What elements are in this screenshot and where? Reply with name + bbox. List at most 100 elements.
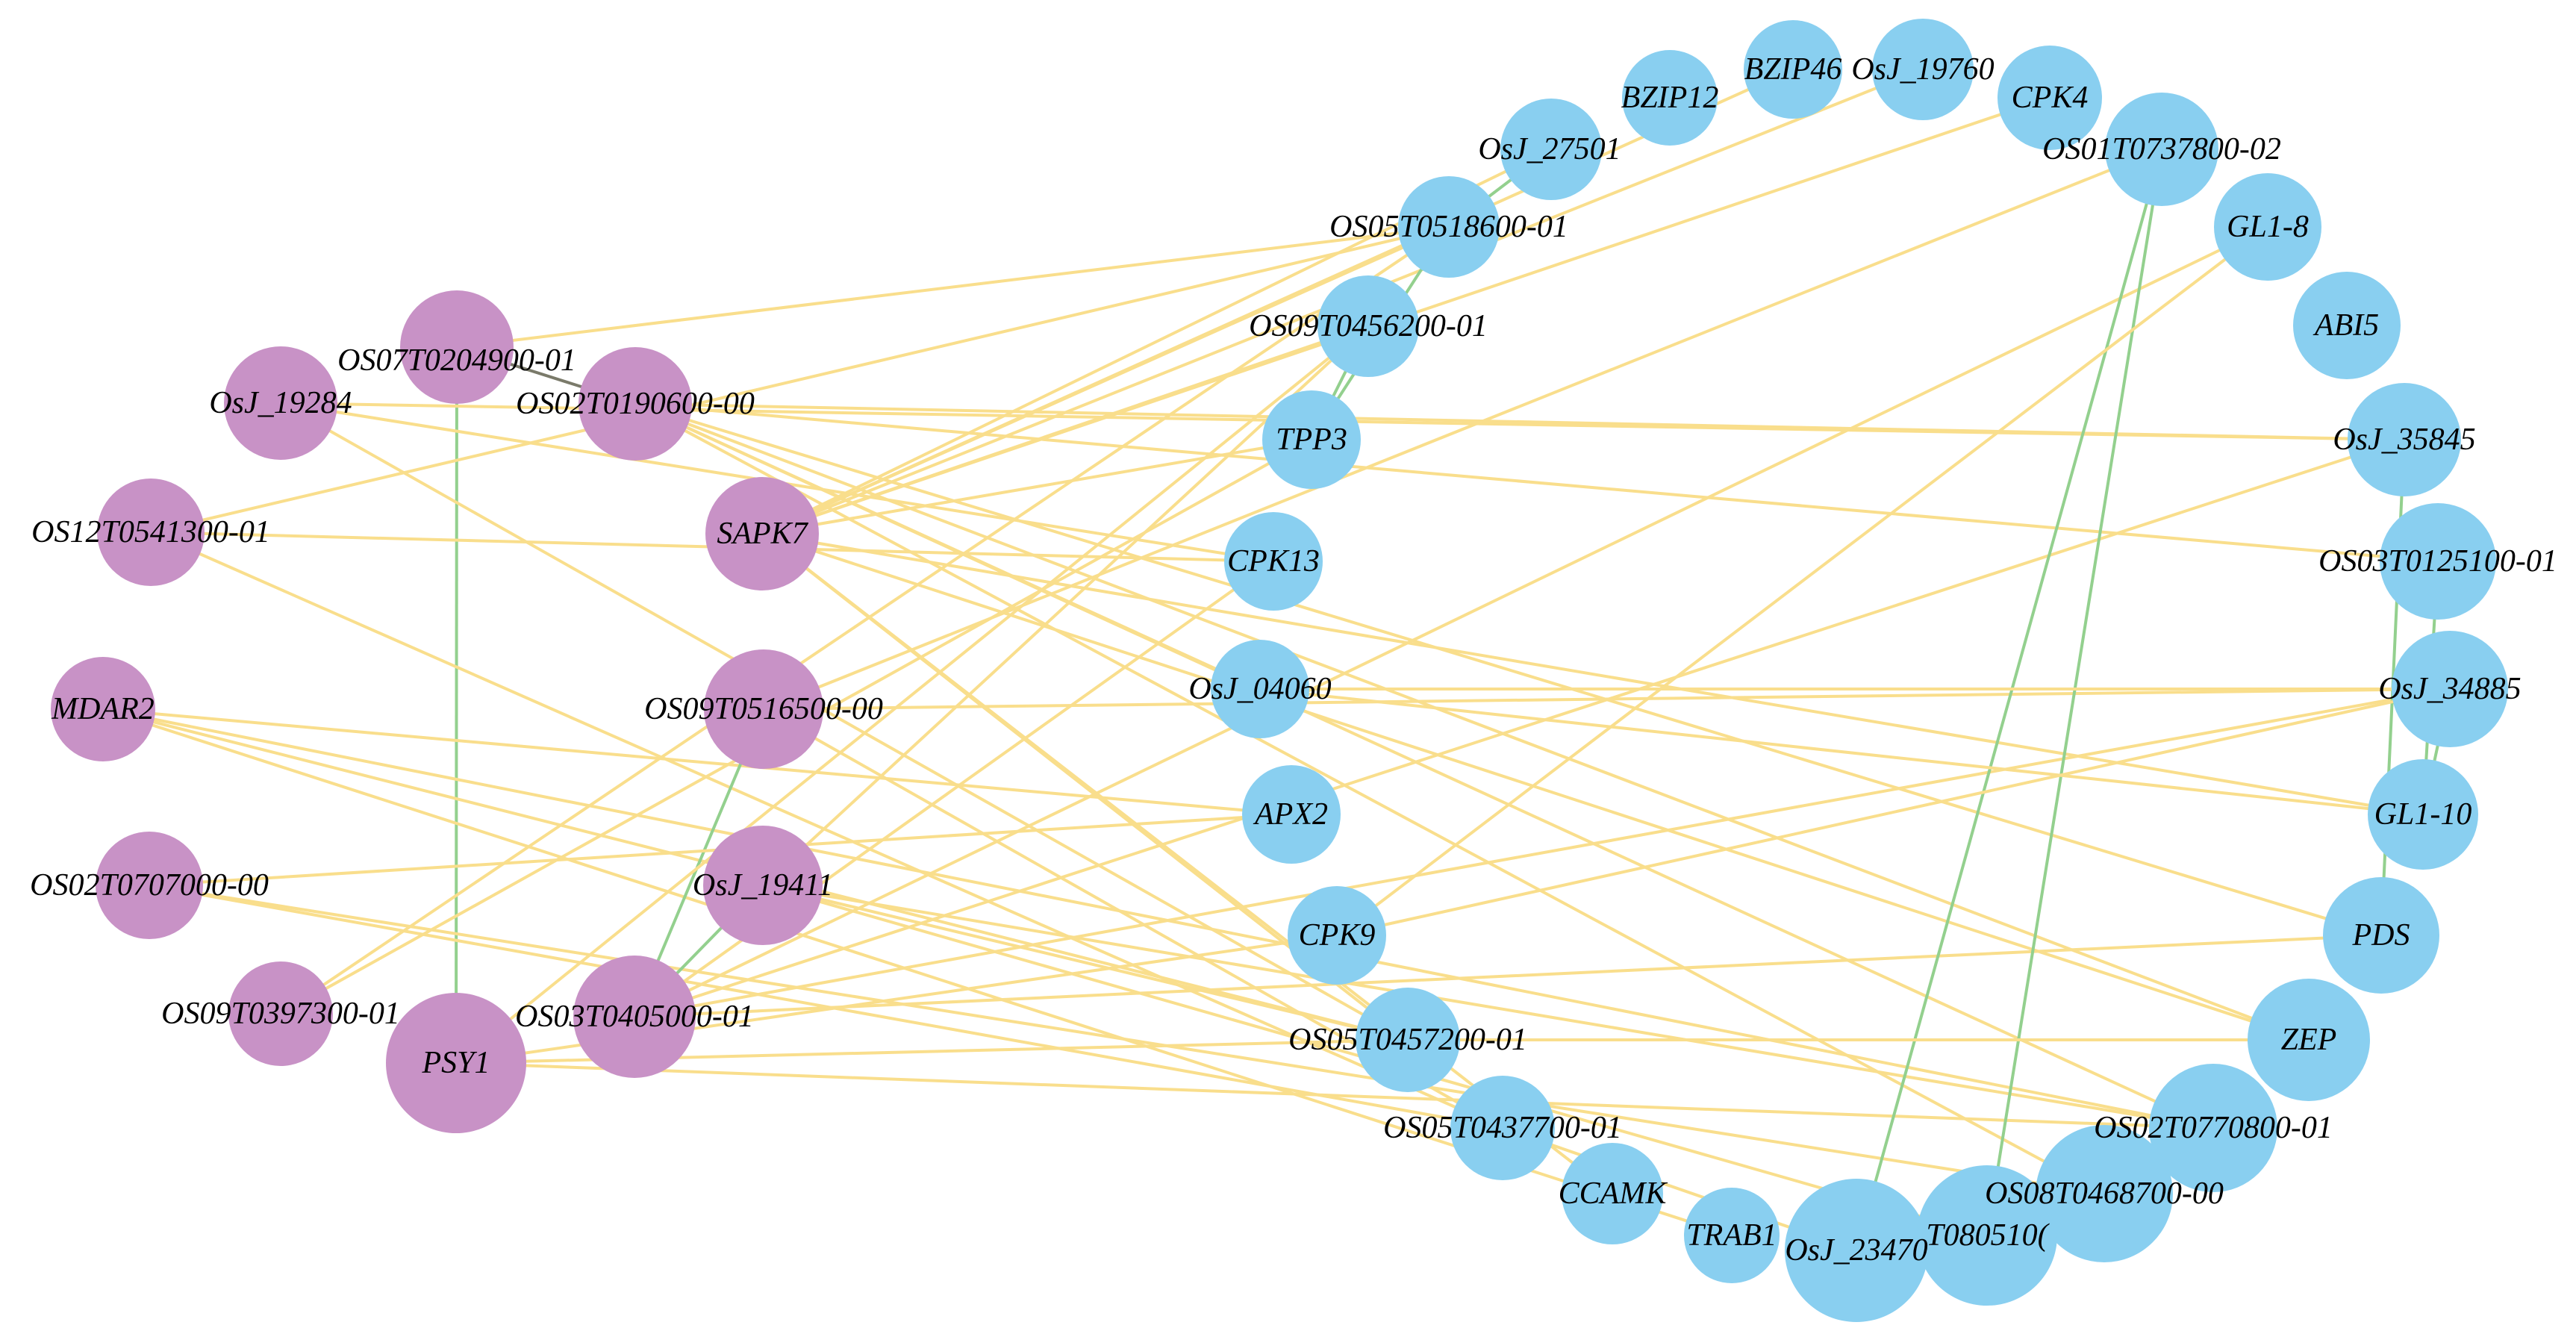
node-GL1-8[interactable]: [2214, 173, 2321, 281]
edge-OS02T0190600-00-ZEP: [634, 402, 2310, 1041]
node-label-OS08T0468700-00: OS08T0468700-00: [1985, 1176, 2224, 1211]
edge-PSY1-OS09T0456200-01: [455, 325, 1370, 1065]
node-label-OsJ_35845: OsJ_35845: [2333, 423, 2475, 457]
node-OsJ_34885[interactable]: [2392, 631, 2508, 747]
node-OS09T0516500-00[interactable]: [704, 649, 823, 769]
node-label-OS09T0397300-01: OS09T0397300-01: [161, 997, 400, 1031]
edge-SAPK7-TPP3: [761, 438, 1312, 535]
node-OsJ_04060[interactable]: [1211, 640, 1309, 738]
node-OS05T0518600-01[interactable]: [1398, 176, 1500, 278]
node-label-ABI5: ABI5: [2313, 308, 2379, 343]
node-OS05T0457200-01[interactable]: [1356, 988, 1460, 1092]
node-label-SAPK7: SAPK7: [717, 517, 808, 551]
node-label-ZEP: ZEP: [2281, 1023, 2337, 1057]
node-MDAR2[interactable]: [51, 657, 155, 761]
nodes-layer: [51, 19, 2508, 1322]
node-OS09T0397300-01[interactable]: [228, 961, 333, 1066]
edge-OS02T0190600-00-OS03T0125100-01: [634, 402, 2439, 563]
node-OS12T0541300-01[interactable]: [97, 479, 205, 586]
node-OsJ_27501[interactable]: [1500, 99, 1602, 200]
node-TRAB1[interactable]: [1684, 1188, 1780, 1283]
node-OS02T0190600-00[interactable]: [578, 347, 692, 461]
node-GL1-10[interactable]: [2368, 759, 2478, 870]
node-label-OS02T0190600-00: OS02T0190600-00: [516, 387, 755, 421]
edge-CPK9-GL1-8: [1335, 225, 2269, 937]
node-label-GL1-8: GL1-8: [2227, 210, 2309, 244]
edge-OsJ_19411-OS02T0770800-01: [762, 884, 2214, 1129]
edge-OsJ_19284-OS05T0457200-01: [280, 402, 1409, 1041]
node-OsJ_19760[interactable]: [1872, 19, 1974, 120]
node-label-OS05T0518600-01: OS05T0518600-01: [1329, 210, 1568, 244]
node-CPK4[interactable]: [1998, 46, 2102, 150]
edge-CPK9-OsJ_34885: [1336, 688, 2451, 937]
node-label-OsJ_19284: OsJ_19284: [209, 386, 352, 420]
node-label-BZIP46: BZIP46: [1744, 52, 1842, 87]
node-label-CCAMK: CCAMK: [1559, 1176, 1668, 1211]
node-APX2[interactable]: [1242, 765, 1341, 864]
edge-SAPK7-OS09T0456200-01: [761, 325, 1369, 535]
node-label-OsJ_19760: OsJ_19760: [1851, 52, 1994, 87]
node-OsJ_23470[interactable]: [1785, 1179, 1928, 1322]
node-label-CPK4: CPK4: [2012, 81, 2089, 115]
edge-SAPK7-ZEP: [761, 532, 2310, 1041]
node-label-OsJ_34885: OsJ_34885: [2378, 672, 2521, 706]
node-OS07T0204900-01[interactable]: [400, 290, 514, 404]
edge-OS03T0405000-01-OsJ_34885: [634, 688, 2451, 1018]
edge-OsJ_04060-GL1-10: [1259, 688, 2424, 816]
node-SAPK7[interactable]: [705, 477, 819, 590]
node-label-OS05T0437700-01: OS05T0437700-01: [1383, 1111, 1622, 1145]
edge-OS03T0405000-01-GL1-8: [634, 225, 2268, 1018]
node-label-OsJ_19411: OsJ_19411: [693, 868, 833, 903]
node-TPP3[interactable]: [1262, 390, 1361, 489]
node-OS03T0125100-01[interactable]: [2380, 503, 2496, 620]
node-OsJ_19411[interactable]: [703, 826, 823, 945]
node-OS02T0770800-01[interactable]: [2149, 1064, 2277, 1192]
node-label-BZIP12: BZIP12: [1621, 81, 1719, 115]
node-CCAMK[interactable]: [1562, 1143, 1663, 1244]
edge-OS01T0737800-02-OsJ_23470: [1855, 149, 2163, 1251]
edge-OS12T0541300-01-OS05T0437700-01: [150, 531, 1503, 1129]
edge-OS02T0190600-00-OsJ_35845: [634, 402, 2405, 441]
edge-MDAR2-APX2: [102, 708, 1292, 816]
edge-OS02T0707000-00-OS08T0468700-00: [149, 884, 2105, 1195]
node-CPK9[interactable]: [1288, 886, 1386, 985]
node-BZIP12[interactable]: [1622, 50, 1718, 146]
node-BZIP46[interactable]: [1744, 20, 1842, 119]
node-OS01T0737800-02[interactable]: [2105, 93, 2218, 206]
node-OS02T0707000-00[interactable]: [96, 832, 203, 939]
node-label-T0805100: T080510(: [1926, 1218, 2050, 1253]
node-label-OsJ_27501: OsJ_27501: [1478, 132, 1621, 166]
node-PDS[interactable]: [2323, 877, 2439, 994]
edge-PSY1-OS02T0770800-01: [455, 1062, 2214, 1129]
node-OsJ_35845[interactable]: [2348, 383, 2461, 496]
node-label-CPK9: CPK9: [1299, 918, 1376, 953]
edge-OS02T0190600-00-OsJ_04060: [634, 402, 1261, 691]
node-T0805100[interactable]: [1917, 1165, 2057, 1306]
edge-SAPK7-OS05T0518600-01: [761, 225, 1450, 535]
edge-OsJ_19411-OS05T0457200-01: [762, 884, 1409, 1041]
node-ABI5[interactable]: [2293, 272, 2401, 379]
edge-OS02T0190600-00-OS08T0468700-00: [634, 402, 2105, 1195]
edge-OS03T0405000-01-OsJ_35845: [634, 438, 2405, 1018]
node-OS05T0437700-01[interactable]: [1450, 1076, 1555, 1180]
node-CPK13[interactable]: [1224, 512, 1323, 611]
node-label-OS03T0405000-01: OS03T0405000-01: [515, 1000, 754, 1034]
node-OS03T0405000-01[interactable]: [573, 956, 696, 1078]
node-OS09T0456200-01[interactable]: [1317, 275, 1419, 377]
node-PSY1[interactable]: [386, 993, 526, 1133]
edge-OS02T0190600-00-PDS: [634, 402, 2382, 937]
node-OS08T0468700-00[interactable]: [2036, 1125, 2173, 1262]
node-label-PSY1: PSY1: [421, 1046, 490, 1080]
node-label-PDS: PDS: [2352, 918, 2410, 953]
node-label-TRAB1: TRAB1: [1686, 1218, 1777, 1253]
node-label-MDAR2: MDAR2: [51, 692, 155, 726]
edges-layer: [102, 68, 2451, 1252]
node-ZEP[interactable]: [2248, 979, 2370, 1101]
node-label-OS02T0770800-01: OS02T0770800-01: [2094, 1111, 2333, 1145]
node-label-TPP3: TPP3: [1276, 423, 1347, 457]
node-label-OS05T0457200-01: OS05T0457200-01: [1288, 1023, 1527, 1057]
edge-OS12T0541300-01-OS05T0518600-01: [150, 225, 1450, 534]
node-OsJ_19284[interactable]: [224, 346, 337, 460]
